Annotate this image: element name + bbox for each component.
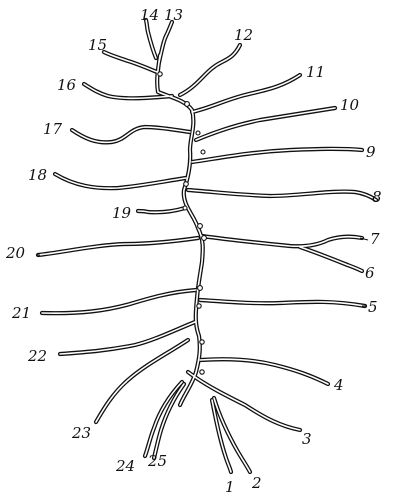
- branch-label-11: 11: [306, 63, 325, 81]
- junction-node: [201, 150, 205, 154]
- vessel-network: [38, 20, 376, 472]
- branch-20-lumen: [38, 238, 198, 255]
- branch-label-17: 17: [43, 120, 63, 138]
- branch-label-15: 15: [88, 36, 107, 54]
- branch-3-lumen: [188, 372, 300, 430]
- junction-node: [198, 286, 203, 291]
- branch-label-18: 18: [28, 166, 47, 184]
- branch-label-10: 10: [340, 96, 360, 114]
- branch-label-22: 22: [27, 347, 47, 365]
- junction-node: [196, 131, 200, 135]
- branch-21-lumen: [42, 290, 196, 313]
- branch-15-lumen: [104, 52, 157, 72]
- branch-label-9: 9: [366, 143, 376, 161]
- branch-label-21: 21: [11, 304, 31, 322]
- branch-label-13: 13: [164, 6, 183, 24]
- branch-label-16: 16: [57, 76, 77, 94]
- branch-label-3: 3: [302, 430, 312, 448]
- junction-node: [184, 182, 189, 187]
- branch-label-4: 4: [333, 376, 344, 394]
- branch-label-2: 2: [251, 474, 262, 492]
- branch-label-20: 20: [5, 244, 26, 262]
- branch-label-24: 24: [115, 457, 135, 475]
- branch-label-19: 19: [112, 204, 132, 222]
- branch-label-8: 8: [372, 188, 382, 206]
- branch-label-12: 12: [234, 26, 253, 44]
- junction-node: [202, 236, 207, 241]
- junction-node: [198, 224, 203, 229]
- branch-label-5: 5: [368, 298, 378, 316]
- junction-node: [197, 304, 201, 308]
- branch-label-23: 23: [71, 424, 91, 442]
- branch-label-1: 1: [225, 478, 235, 496]
- junction-node: [200, 340, 204, 344]
- junction-node: [200, 370, 204, 374]
- branch-6-lumen: [300, 247, 362, 271]
- branch-label-7: 7: [370, 230, 380, 248]
- branch-3-wall: [188, 372, 300, 430]
- branch-label-25: 25: [147, 452, 167, 470]
- junction-node: [185, 102, 190, 107]
- branch-23-lumen: [96, 340, 188, 422]
- branch-23-wall: [96, 340, 188, 422]
- junction-node: [158, 72, 162, 76]
- junction-node: [183, 206, 187, 210]
- branch-4-lumen: [200, 359, 328, 384]
- branch-10-wall: [196, 108, 335, 140]
- branch-label-14: 14: [140, 6, 159, 24]
- branch-label-6: 6: [365, 264, 375, 282]
